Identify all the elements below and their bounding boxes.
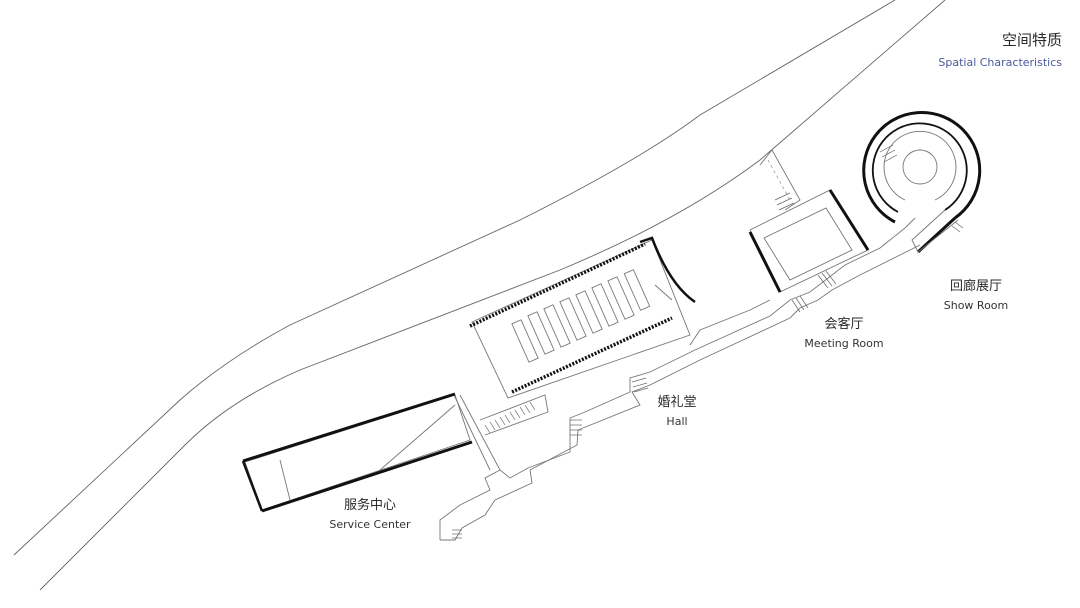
stair-meeting — [791, 270, 837, 313]
path-link-meeting — [689, 299, 771, 346]
path-outline-b — [439, 217, 916, 540]
hall-wall-north — [469, 242, 646, 328]
label-hall-en: Hall — [666, 415, 688, 428]
hall-outline — [471, 239, 691, 399]
stair-hall — [484, 401, 536, 434]
path-outline-a — [440, 244, 921, 541]
circulation-path — [439, 217, 921, 541]
show-room-core — [902, 149, 938, 185]
label-service-center-en: Service Center — [329, 518, 411, 531]
show-room-inner-ring — [883, 130, 957, 201]
show-room-outer-wall — [862, 111, 982, 224]
river-edge-outer — [13, 0, 896, 556]
diagram-title-block: 空间特质 Spatial Characteristics — [938, 30, 1062, 70]
hall-pews — [511, 269, 651, 363]
hall-building — [469, 236, 696, 399]
meeting-room-approach-center — [767, 159, 791, 201]
label-show-room: 回廊展厅 Show Room — [944, 278, 1009, 313]
diagram-title-zh: 空间特质 — [1001, 31, 1062, 49]
label-meeting-room-en: Meeting Room — [804, 337, 884, 350]
stair-entry — [452, 529, 462, 539]
label-meeting-room-zh: 会客厅 — [824, 317, 864, 332]
service-center-partition — [279, 459, 291, 501]
path-stub-1 — [453, 394, 491, 471]
label-meeting-room: 会客厅 Meeting Room — [804, 316, 883, 351]
meeting-room-inner — [763, 207, 853, 281]
meeting-room-wall-east — [828, 189, 870, 251]
label-show-room-zh: 回廊展厅 — [949, 279, 1003, 294]
meeting-room-building — [748, 149, 870, 293]
label-hall-zh: 婚礼堂 — [657, 395, 697, 410]
service-center-diagonal — [379, 404, 456, 471]
river-edge-inner — [39, 0, 946, 591]
path-link-hall — [479, 394, 549, 436]
label-service-center-zh: 服务中心 — [343, 498, 396, 513]
stair-path-2 — [631, 377, 649, 393]
show-room-wing-outline — [911, 209, 959, 253]
meeting-room-approach — [759, 149, 801, 211]
stair-north — [774, 192, 795, 211]
river-edges — [13, 0, 946, 591]
service-center-wall-south — [261, 440, 473, 513]
label-show-room-en: Show Room — [943, 299, 1009, 312]
meeting-room-wall-west — [748, 231, 782, 293]
show-room-stair — [879, 144, 964, 233]
show-room-mid-wall — [871, 122, 968, 213]
label-hall: 婚礼堂 Hall — [657, 394, 696, 429]
diagram-title-en: Spatial Characteristics — [938, 56, 1062, 69]
hall-apse-wall — [639, 236, 696, 304]
service-center-building — [241, 392, 473, 513]
hall-wall-south — [511, 316, 673, 394]
label-service-center: 服务中心 Service Center — [329, 497, 410, 532]
show-room-building — [862, 111, 982, 254]
meeting-room-outline — [749, 189, 869, 293]
path-stub-2 — [459, 394, 501, 471]
stairs — [452, 192, 837, 539]
service-center-wall-west — [241, 460, 264, 512]
show-room-wing-wall — [916, 216, 957, 254]
hall-altar-step — [654, 284, 673, 301]
service-center-wall-north — [242, 392, 456, 463]
stair-path-1 — [570, 419, 582, 436]
